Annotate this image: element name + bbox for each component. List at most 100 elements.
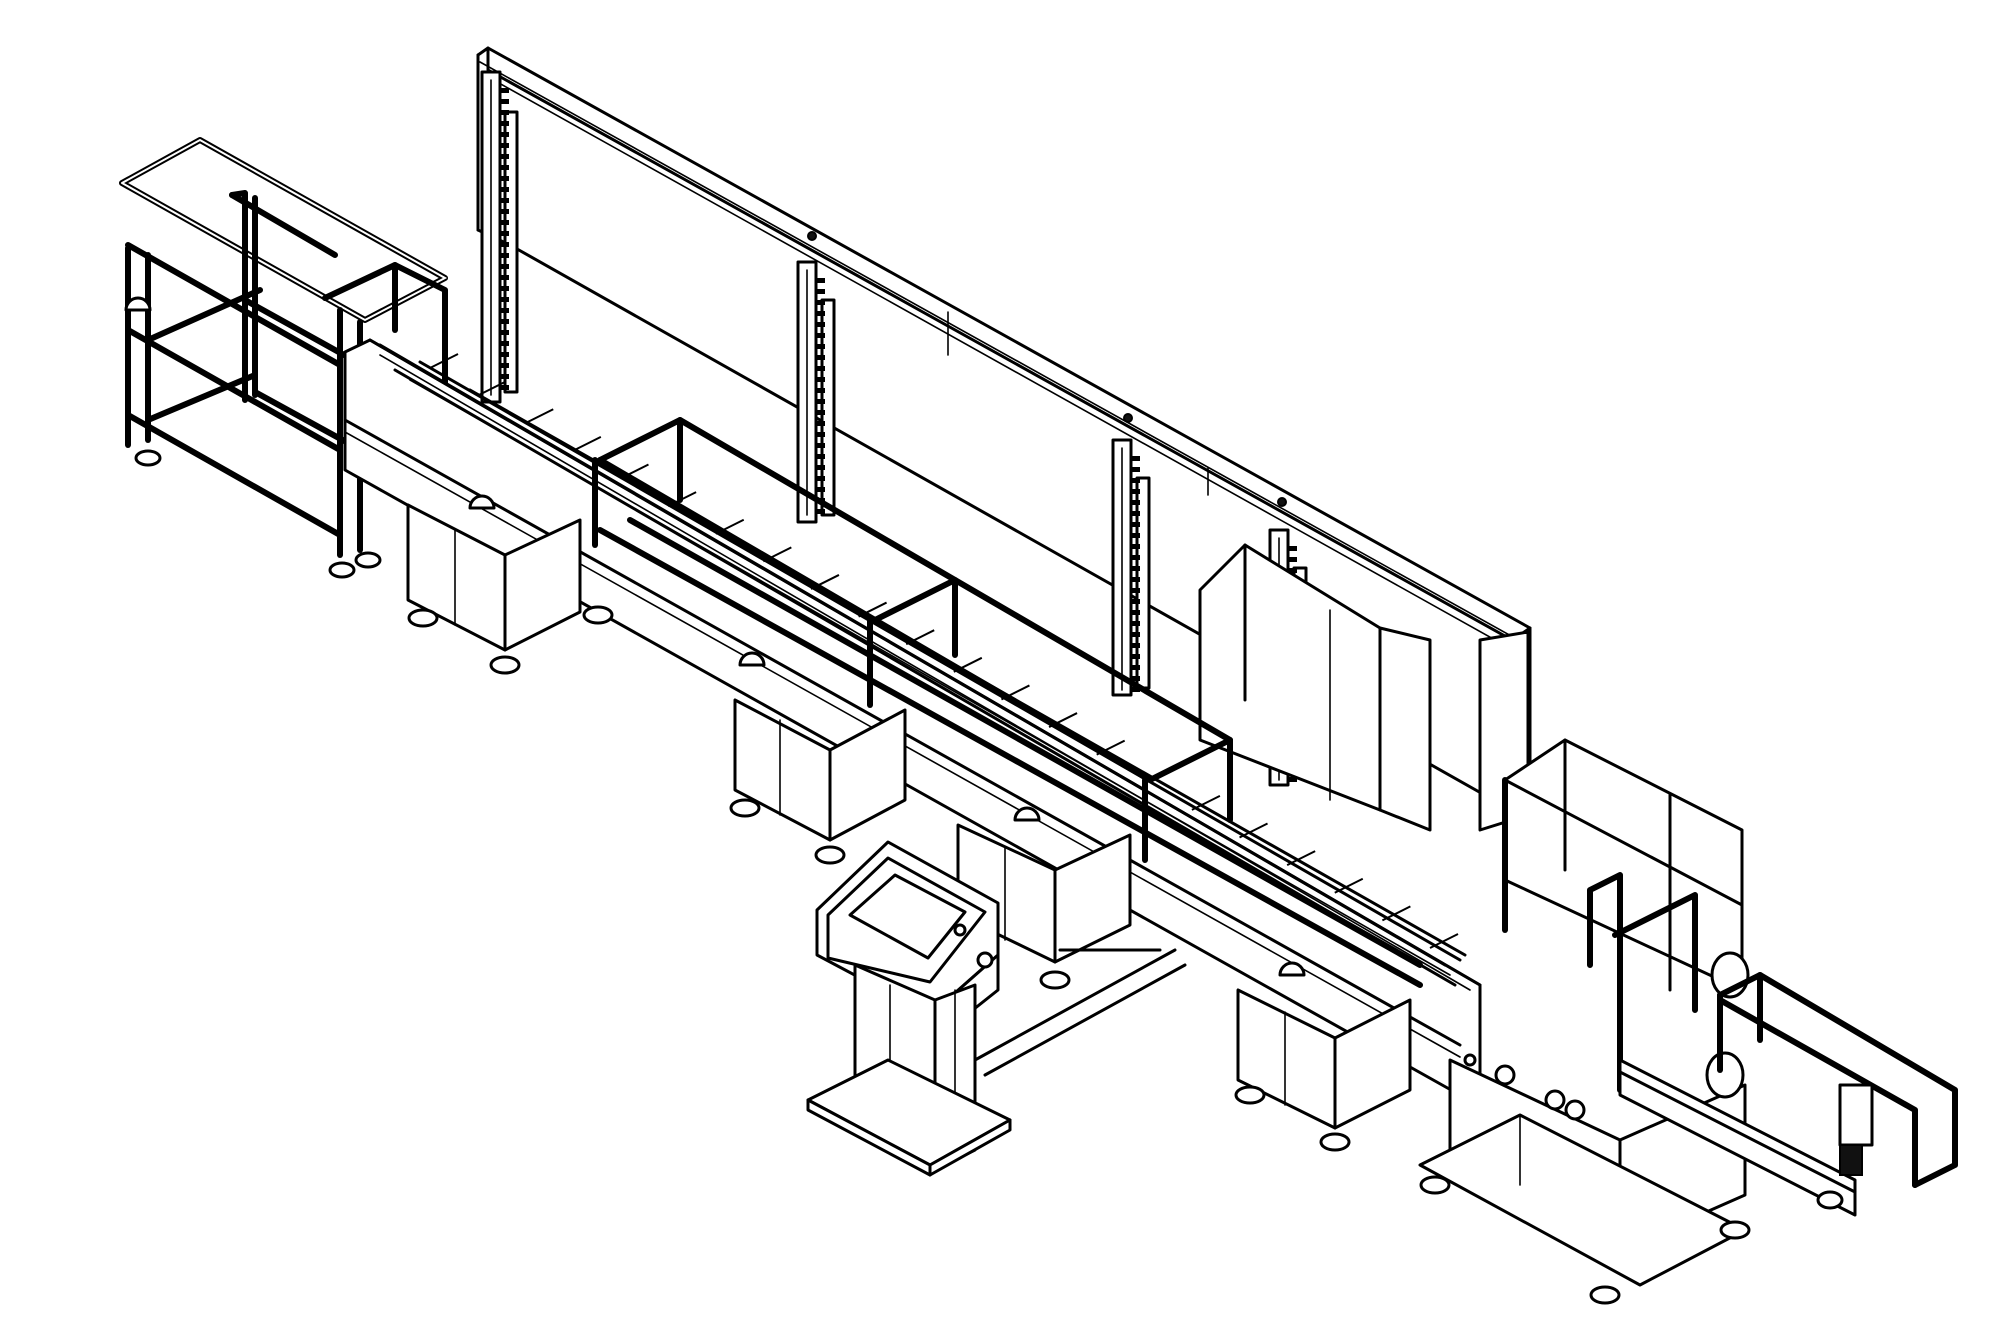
rack-tooth (500, 165, 509, 170)
rack-tooth (816, 509, 825, 514)
rack-tooth (500, 99, 509, 104)
leveling-foot-icon (1419, 1175, 1451, 1195)
rack-tooth (500, 308, 509, 313)
sensor-icon (1839, 1144, 1863, 1176)
conveyor-roller (572, 435, 602, 452)
bolt-icon (807, 231, 817, 241)
rack-tooth (1288, 777, 1297, 782)
rack-tooth (1131, 456, 1140, 461)
rack-tooth (816, 388, 825, 393)
rack-tooth (816, 300, 825, 305)
rack-tooth (1131, 522, 1140, 527)
rack-tooth (1131, 544, 1140, 549)
bumper-icon (468, 494, 496, 510)
conveyor-roller (620, 463, 649, 480)
rack-tooth (816, 366, 825, 371)
rack-tooth (816, 454, 825, 459)
rack-tooth (500, 220, 509, 225)
conveyor-roller (1429, 933, 1459, 949)
rack-tooth (500, 154, 509, 159)
rack-tooth (1131, 599, 1140, 604)
bumper-icon (124, 296, 152, 312)
rack-tooth (1131, 632, 1140, 637)
conveyor-roller (1000, 684, 1030, 701)
outfeed-conveyor-frame (1618, 972, 1958, 1217)
leveling-foot-icon (1719, 1220, 1751, 1240)
conveyor-roller (667, 491, 697, 507)
rack-tooth (816, 333, 825, 338)
leveling-foot-icon (1234, 1085, 1266, 1105)
rack-tooth (1131, 621, 1140, 626)
rack-tooth (500, 231, 509, 236)
cabinet-module-1 (406, 503, 614, 675)
rack-tooth (500, 242, 509, 247)
rack-tooth (500, 319, 509, 324)
back-cabinet (1198, 543, 1432, 832)
rack-tooth (1131, 665, 1140, 670)
rack-tooth (1131, 533, 1140, 538)
rack-tooth (1131, 511, 1140, 516)
conveyor-roller (1191, 795, 1221, 811)
rack-tooth (500, 209, 509, 214)
conveyor-rollers (429, 353, 1459, 949)
conveyor-roller (1096, 739, 1126, 756)
conveyor-roller (905, 629, 935, 646)
rack-tooth (1131, 643, 1140, 648)
knob-icon (1494, 1064, 1516, 1086)
conveyor-roller (429, 353, 459, 369)
cabinet-module-3 (956, 823, 1132, 990)
conveyor-roller (1048, 712, 1078, 728)
knob-icon (1544, 1089, 1566, 1111)
operator-control-panel (806, 840, 1012, 1177)
rack-tooth (816, 465, 825, 470)
bumper-icon (1278, 961, 1306, 977)
conveyor-roller (953, 656, 983, 673)
knob-icon (1564, 1099, 1586, 1121)
rack-tooth (816, 377, 825, 382)
rack-tooth (500, 341, 509, 346)
rack-tooth (816, 289, 825, 294)
leveling-foot-icon (354, 551, 382, 569)
rack-tooth (816, 410, 825, 415)
leveling-foot-icon (1039, 970, 1071, 990)
rack-tooth (816, 432, 825, 437)
leveling-foot-icon (729, 798, 761, 818)
rack-tooth (500, 143, 509, 148)
rack-tooth (1131, 687, 1140, 692)
conveyor-roller (810, 574, 840, 590)
button-icon (953, 923, 967, 937)
rack-tooth (816, 355, 825, 360)
rack-tooth (500, 110, 509, 115)
leveling-foot-icon (582, 605, 614, 625)
leveling-foot-icon (328, 561, 356, 579)
rack-tooth (816, 344, 825, 349)
rack-tooth (500, 330, 509, 335)
rack-upright-2 (796, 260, 836, 524)
rack-tooth (816, 278, 825, 283)
conveyor-roller (858, 601, 888, 618)
rack-tooth (500, 363, 509, 368)
motor-icon (1705, 1051, 1745, 1099)
processing-station (1418, 738, 1751, 1305)
conveyor-roller (477, 380, 507, 397)
rack-tooth (500, 132, 509, 137)
conveyor-roller (762, 546, 792, 563)
leveling-foot-icon (1589, 1285, 1621, 1305)
conveyor-roller (1143, 767, 1173, 784)
rack-tooth (1131, 467, 1140, 472)
rack-tooth (1131, 654, 1140, 659)
rack-tooth (1131, 489, 1140, 494)
rack-upright-1 (480, 70, 519, 404)
cabinet-module-4 (1234, 988, 1412, 1152)
rack-tooth (816, 421, 825, 426)
conveyor-roller (524, 408, 554, 425)
leveling-foot-icon (407, 608, 439, 628)
bumper-icon (1013, 806, 1041, 822)
rack-tooth (500, 198, 509, 203)
rack-tooth (816, 399, 825, 404)
rack-tooth (500, 88, 509, 93)
indicator-icon (1463, 1053, 1477, 1067)
rack-tooth (500, 297, 509, 302)
